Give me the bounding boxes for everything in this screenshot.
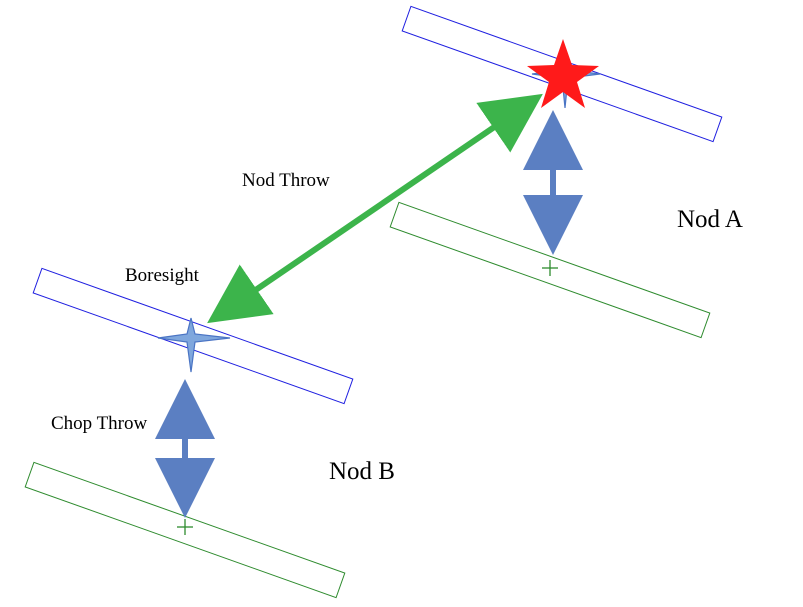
nod-b-label: Nod B	[329, 458, 395, 485]
boresight-label: Boresight	[125, 265, 200, 286]
source-star-icon	[527, 39, 599, 108]
nod-b-off-cross-icon	[177, 519, 193, 535]
nod-throw-arrow	[207, 93, 543, 324]
nod-throw-label: Nod Throw	[242, 170, 330, 191]
boresight-star-icon	[157, 317, 231, 373]
chop-throw-label: Chop Throw	[51, 413, 148, 434]
nod-a-label: Nod A	[677, 206, 743, 233]
nod-a-off-cross-icon	[542, 260, 558, 276]
